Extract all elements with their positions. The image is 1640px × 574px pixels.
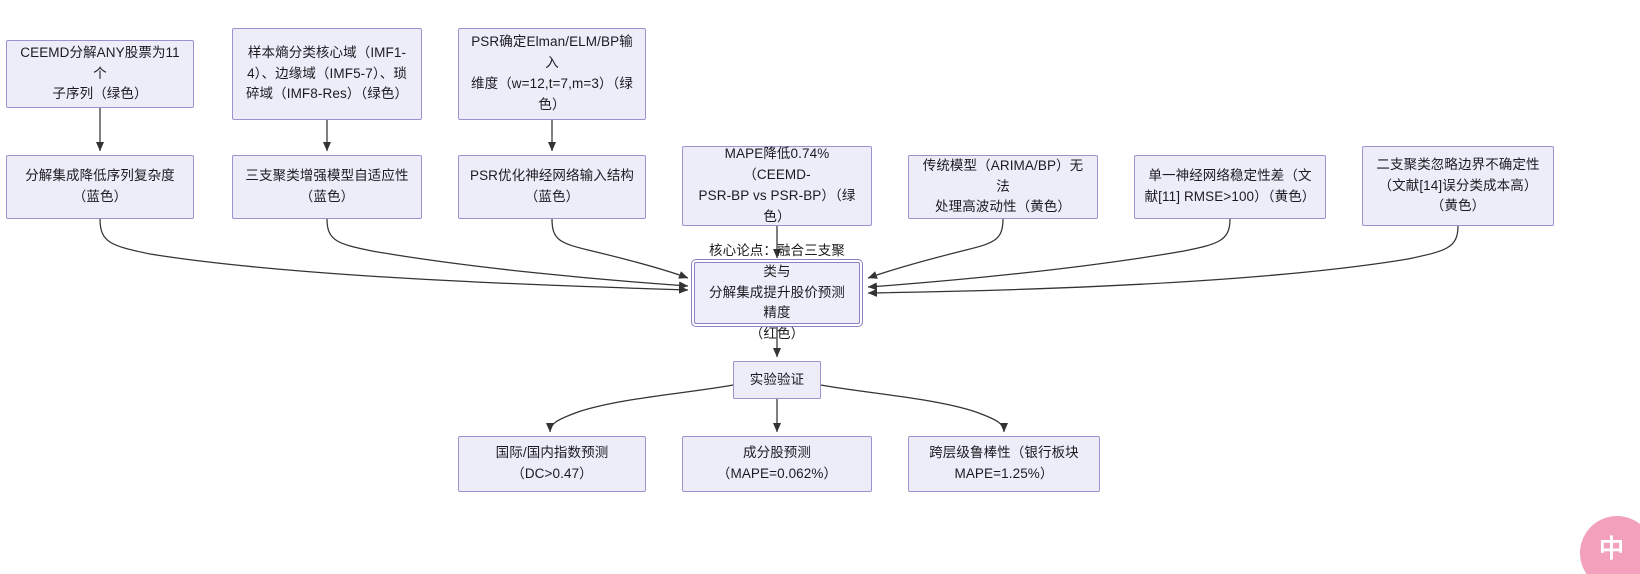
node-traditional-model-limitation[interactable]: 传统模型（ARIMA/BP）无法 处理高波动性（黄色）: [908, 155, 1098, 219]
node-three-way-clustering-adaptivity[interactable]: 三支聚类增强模型自适应性 （蓝色）: [232, 155, 422, 219]
node-label: PSR优化神经网络输入结构 （蓝色）: [469, 168, 635, 204]
node-label: 传统模型（ARIMA/BP）无法 处理高波动性（黄色）: [922, 157, 1084, 215]
node-label: 成分股预测 （MAPE=0.062%）: [716, 445, 838, 481]
watermark-badge: 中: [1580, 516, 1640, 574]
edge-n8-n11: [867, 218, 1004, 279]
node-label: 核心论点：融合三支聚类与 分解集成提升股价预测精度 （红色）: [709, 242, 845, 342]
node-label: 实验验证: [749, 371, 805, 387]
edge-n6-n11: [551, 218, 689, 279]
node-decomposition-reduces-complexity[interactable]: 分解集成降低序列复杂度 （蓝色）: [6, 155, 194, 219]
edge-n5-n11: [326, 218, 689, 290]
edge-n4-n11: [99, 218, 689, 294]
node-label: 样本熵分类核心域（IMF1- 4）、边缘域（IMF5-7）、琐 碎域（IMF8-…: [245, 44, 409, 102]
node-ceemd-decompose[interactable]: CEEMD分解ANY股票为11个 子序列（绿色）: [6, 40, 194, 108]
node-constituent-stock-prediction-result[interactable]: 成分股预测 （MAPE=0.062%）: [682, 436, 872, 492]
node-label: 分解集成降低序列复杂度 （蓝色）: [25, 168, 175, 204]
node-index-prediction-result[interactable]: 国际/国内指数预测 （DC>0.47）: [458, 436, 646, 492]
node-label: PSR确定Elman/ELM/BP输入 维度（w=12,t=7,m=3）（绿 色…: [471, 34, 633, 112]
node-cross-level-robustness-result[interactable]: 跨层级鲁棒性（银行板块 MAPE=1.25%）: [908, 436, 1100, 492]
node-label: 跨层级鲁棒性（银行板块 MAPE=1.25%）: [929, 445, 1079, 481]
watermark-text: 中: [1598, 535, 1624, 563]
node-label: 国际/国内指数预测 （DC>0.47）: [495, 445, 609, 481]
node-single-nn-instability[interactable]: 单一神经网络稳定性差（文 献[11] RMSE>100）（黄色）: [1134, 155, 1326, 219]
node-label: 二支聚类忽略边界不确定性 （文献[14]误分类成本高） （黄色）: [1376, 156, 1540, 214]
node-experimental-validation[interactable]: 实验验证: [733, 361, 821, 399]
node-two-way-clustering-limitation[interactable]: 二支聚类忽略边界不确定性 （文献[14]误分类成本高） （黄色）: [1362, 146, 1554, 226]
node-label: 单一神经网络稳定性差（文 献[11] RMSE>100）（黄色）: [1144, 168, 1316, 204]
edge-n10-n11: [867, 225, 1459, 297]
node-label: CEEMD分解ANY股票为11个 子序列（绿色）: [20, 44, 180, 102]
node-psr-input-dimension[interactable]: PSR确定Elman/ELM/BP输入 维度（w=12,t=7,m=3）（绿 色…: [458, 28, 646, 120]
edge-n12-n13: [546, 384, 734, 433]
node-label: MAPE降低0.74%（CEEMD- PSR-BP vs PSR-BP）（绿 色…: [698, 146, 856, 224]
node-core-thesis[interactable]: 核心论点：融合三支聚类与 分解集成提升股价预测精度 （红色）: [691, 243, 863, 341]
edge-n9-n11: [867, 218, 1231, 291]
node-sample-entropy-classify[interactable]: 样本熵分类核心域（IMF1- 4）、边缘域（IMF5-7）、琐 碎域（IMF8-…: [232, 28, 422, 120]
node-label: 三支聚类增强模型自适应性 （蓝色）: [245, 168, 409, 204]
node-psr-optimizes-nn-input[interactable]: PSR优化神经网络输入结构 （蓝色）: [458, 155, 646, 219]
edge-n12-n15: [820, 384, 1008, 433]
node-mape-reduction-evidence[interactable]: MAPE降低0.74%（CEEMD- PSR-BP vs PSR-BP）（绿 色…: [682, 146, 872, 226]
